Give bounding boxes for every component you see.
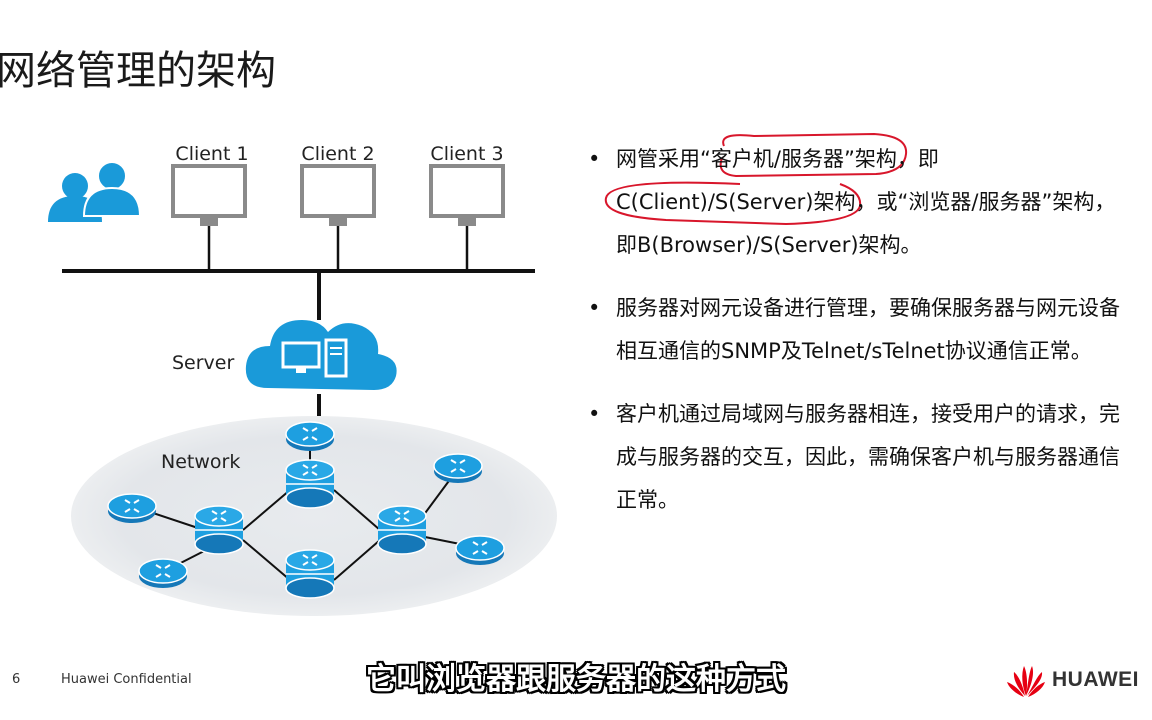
switch-icon [285,549,335,599]
bullet-marker: • [588,147,601,171]
server-cloud-icon [245,320,397,390]
router-icon [433,453,483,484]
client-1-monitor-icon [171,164,247,228]
users-icon [48,161,142,222]
switch-icon [285,459,335,509]
switch-icon [377,505,427,555]
confidential-label: Huawei Confidential [61,672,192,687]
red-annotation-marks [604,132,908,226]
network-label: Network [161,451,240,473]
router-icon [455,535,505,566]
page-number: 6 [12,672,21,687]
router-icon [138,558,188,589]
client-3-monitor-icon [429,164,505,228]
video-subtitle: 它叫浏览器跟服务器的这种方式 [366,662,786,697]
router-icon [107,493,157,524]
server-label: Server [172,352,234,374]
bullet-marker: • [588,402,601,426]
switch-icon [194,505,244,555]
bullet-marker: • [588,296,601,320]
client-links [207,226,469,271]
bullet-text: 网管采用“客户机/服务器”架构，即C(Client)/S(Server)架构，或… [616,147,1116,257]
client-2-monitor-icon [300,164,376,228]
bullet-text: 服务器对网元设备进行管理，要确保服务器与网元设备相互通信的SNMP及Telnet… [616,296,1120,363]
page-title: 网络管理的架构 [0,48,276,94]
client-1-label: Client 1 [175,143,248,165]
bullet-item: • 网管采用“客户机/服务器”架构，即C(Client)/S(Server)架构… [588,138,1133,267]
bullet-item: • 客户机通过局域网与服务器相连，接受用户的请求，完成与服务器的交互，因此，需确… [588,393,1133,522]
router-icon [285,421,335,452]
huawei-petal-icon [1007,666,1045,697]
brand-name: HUAWEI [1052,668,1139,691]
client-2-label: Client 2 [301,143,374,165]
client-3-label: Client 3 [430,143,503,165]
bullet-text: 客户机通过局域网与服务器相连，接受用户的请求，完成与服务器的交互，因此，需确保客… [616,402,1120,512]
bullet-item: • 服务器对网元设备进行管理，要确保服务器与网元设备相互通信的SNMP及Teln… [588,287,1133,373]
huawei-logo: HUAWEI [1004,660,1144,700]
bullet-list: • 网管采用“客户机/服务器”架构，即C(Client)/S(Server)架构… [588,138,1133,542]
